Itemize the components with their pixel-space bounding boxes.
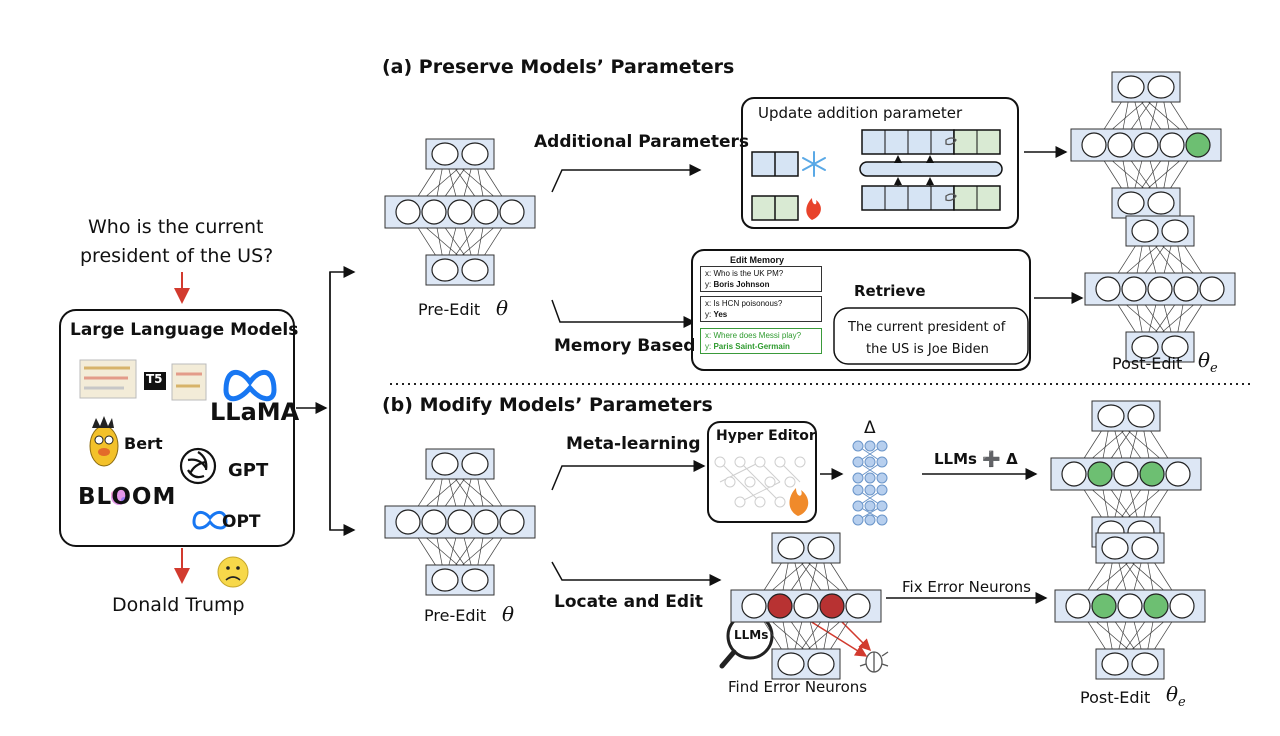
magnifier-icon [719,612,774,669]
additional-parameters-label: Additional Parameters [534,132,750,152]
hyper-editor-box [707,421,817,523]
frozen-param-block [751,151,799,177]
question-line2: president of the US? [80,245,274,267]
pre-edit-label-a: Pre-Edit [418,300,481,319]
bug-icon [859,651,889,673]
llms-plus-delta-label: LLMs ➕ Δ [934,450,1018,468]
memory-entry-3: x: Where does Messi play? y: Paris Saint… [700,328,822,354]
model-t5: T5 [146,372,163,386]
question-line1: Who is the current [88,216,264,238]
model-llama: LLaMA [210,398,300,426]
pre-edit-network-b [384,448,536,596]
retrieved-answer-line2: the US is Joe Biden [866,342,989,357]
panel-a-title: (a) Preserve Models’ Parameters [382,56,735,78]
snowflake-icon [802,151,826,177]
hyper-editor-title: Hyper Editor [716,428,816,444]
theta-symbol-a: θ [496,296,509,320]
memory-based-label: Memory Based [554,336,696,356]
opt-meta-logo [192,511,228,530]
layer-stack-diagram [859,129,1003,211]
clip-icon [945,137,957,202]
retrieved-answer-box [833,307,1029,365]
frown-face-icon [217,556,249,588]
retrieved-answer-line1: The current president of [848,320,1006,335]
model-opt: OPT [222,512,261,532]
theta-e-symbol-a: θe [1198,348,1218,376]
delta-symbol: Δ [864,418,876,438]
answer-label: Donald Trump [112,594,245,616]
additional-params-arrow [551,164,702,193]
bert-icon [89,416,119,467]
post-edit-network-memory [1084,215,1236,363]
llms-lens-label: LLMs [734,628,769,642]
bloom-flower-icon [111,489,127,505]
post-edit-label-b: Post-Edit [1080,688,1151,707]
fork-arrows [296,266,356,536]
locate-edit-arrow [551,561,722,586]
model-gpt: GPT [228,460,269,481]
post-edit-network-additional [1070,71,1222,219]
hyper-editor-faded-net [714,456,806,508]
locate-edit-network [730,532,882,680]
memory-entry-1: x: Who is the UK PM? y: Boris Johnson [700,266,822,292]
locate-and-edit-label: Locate and Edit [554,592,704,612]
model-bloom: BLOOM [78,484,177,510]
llm-box-title: Large Language Models [70,320,299,340]
fix-error-neurons-label: Fix Error Neurons [902,578,1031,596]
find-error-neurons-label: Find Error Neurons [728,678,868,696]
meta-logo [223,370,277,402]
theta-symbol-b: θ [502,602,515,626]
theta-e-symbol-b: θe [1166,682,1186,710]
fire-icon [806,198,821,220]
t5-thumbnail [79,359,207,401]
update-box-title: Update addition parameter [758,104,963,122]
post-edit-network-meta [1050,400,1202,548]
meta-learning-label: Meta-learning [566,434,701,454]
memory-arrow [551,299,696,328]
edit-memory-title: Edit Memory [730,255,785,265]
trainable-param-block [751,195,799,221]
panel-b-title: (b) Modify Models’ Parameters [382,394,713,416]
openai-logo [179,447,217,485]
post-edit-label-a: Post-Edit [1112,354,1183,373]
retrieve-label: Retrieve [854,282,926,300]
fire-icon [789,488,809,516]
pre-edit-network-a [384,138,536,286]
pre-edit-label-b: Pre-Edit [424,606,487,625]
model-bert: Bert [124,434,163,453]
meta-learning-arrow [551,460,706,491]
delta-network-icon [852,440,888,526]
post-edit-network-locate [1054,532,1206,680]
memory-entry-2: x: Is HCN poisonous? y: Yes [700,296,822,322]
